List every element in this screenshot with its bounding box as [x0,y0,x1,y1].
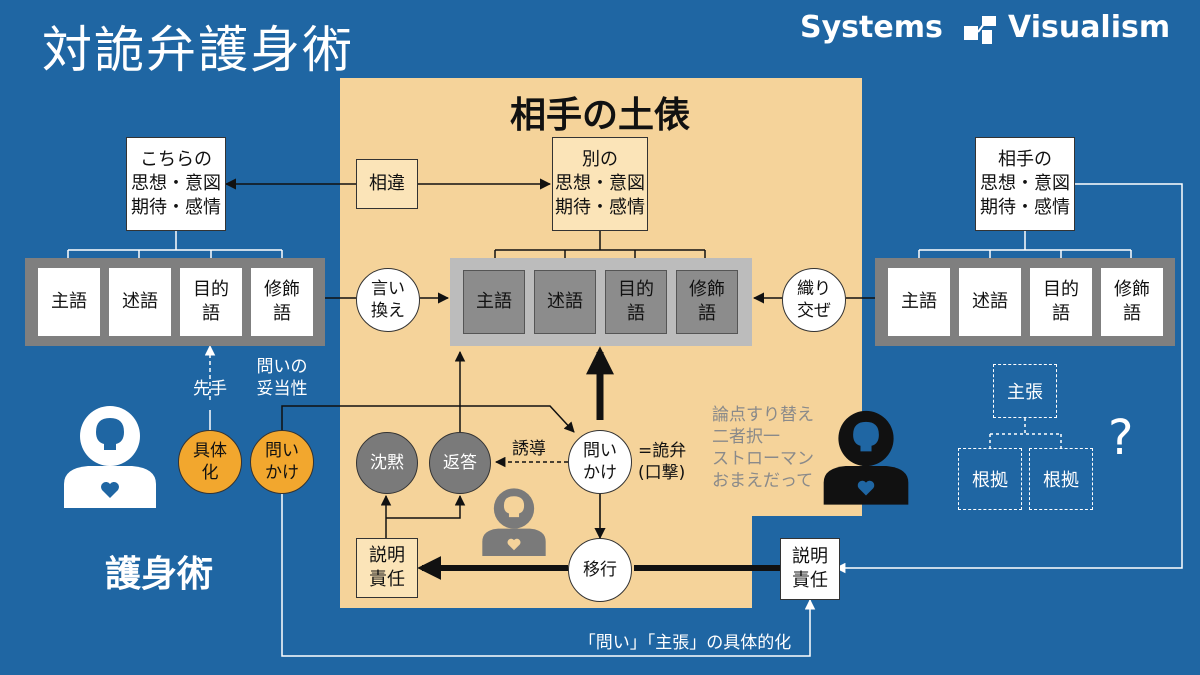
unknown-mark: ? [1108,410,1134,466]
right-accountability-box: 説明 責任 [780,538,840,600]
self-person-icon [64,406,156,508]
middle-person-icon [482,488,546,556]
right-part-object: 目的 語 [1030,268,1092,336]
left-part-modifier: 修飾 語 [251,268,313,336]
interweave-circle: 織り 交ぜ [782,268,846,332]
concretize-circle: 具体 化 [178,430,242,494]
basis-box-2: 根拠 [1029,448,1093,510]
arena-part-predicate: 述語 [534,270,596,334]
center-question-circle: 問い かけ [568,430,632,494]
arena-part-object: 目的 語 [605,270,667,334]
silence-circle: 沈黙 [356,432,418,494]
right-intent-box: 相手の 思想・意図 期待・感情 [975,137,1075,231]
arena-part-modifier: 修飾 語 [676,270,738,334]
induce-label: 誘導 [512,439,546,459]
sophistry-label: =詭弁 (口撃) [638,441,687,483]
shift-circle: 移行 [568,538,632,602]
validity-label: 問いの 妥当性 [256,357,308,399]
preempt-label: 先手 [193,379,227,399]
brand-logo-icon [964,16,996,44]
concretize-note: 「問い」「主張」の具体的化 [578,633,792,653]
right-part-predicate: 述語 [959,268,1021,336]
right-part-modifier: 修飾 語 [1101,268,1163,336]
right-part-subject: 主語 [888,268,950,336]
left-question-circle: 問い かけ [250,430,314,494]
other-intent-box: 別の 思想・意図 期待・感情 [552,137,648,231]
left-intent-box: こちらの 思想・意図 期待・感情 [126,137,226,231]
arena-accountability-box: 説明 責任 [356,538,418,598]
arena-part-subject: 主語 [463,270,525,334]
reply-circle: 返答 [429,432,491,494]
basis-box-1: 根拠 [958,448,1022,510]
left-part-object: 目的 語 [180,268,242,336]
brand-systems: Systems [800,10,943,45]
arena-title: 相手の土俵 [509,95,690,136]
claim-box: 主張 [993,364,1057,418]
page-title: 対詭弁護身術 [42,21,354,79]
tactics-list: 論点すり替え 二者択一 ストローマン おまえだって [712,405,814,491]
self-defense-label: 護身術 [105,554,214,595]
left-part-subject: 主語 [38,268,100,336]
left-part-predicate: 述語 [109,268,171,336]
opponent-person-icon [823,410,909,505]
rephrase-circle: 言い 換え [356,268,420,332]
brand-visualism: Visualism [1008,10,1171,45]
discrepancy-box: 相違 [356,159,418,209]
